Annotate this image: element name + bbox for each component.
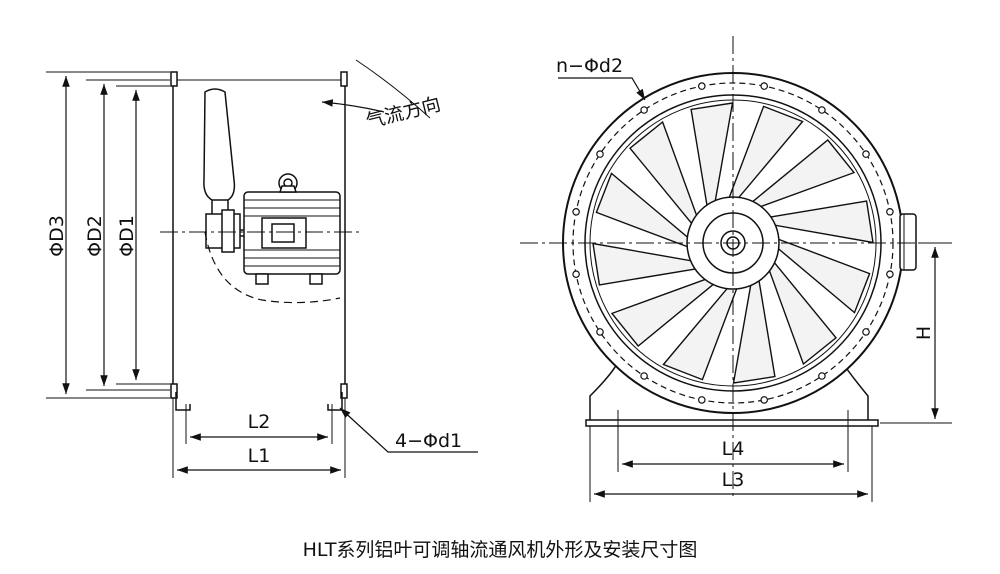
label-holes-4-d1: 4−Φd1 [395,430,462,452]
label-n-phi-d2: n−Φd2 [556,55,623,77]
flange-hole [596,328,604,336]
base-extension-lines [589,410,873,502]
flange-holes [572,82,894,404]
label-airflow-direction: 气流方向 [364,93,443,133]
flange-hole [818,106,826,114]
flange-hole [640,372,648,380]
flange-hole [697,396,706,404]
diameter-extension-lines [46,71,170,399]
label-l1: L1 [248,445,271,467]
flange-hole [886,270,894,279]
label-phi-d3: ΦD3 [46,215,68,257]
flange-hole [697,82,706,90]
mounting-feet [175,392,343,414]
blade-sweep-arc [204,231,341,304]
label-l3: L3 [722,469,745,491]
label-l2: L2 [248,411,271,433]
flange-holes-leader [558,77,646,101]
flange-hole [572,270,580,279]
label-phi-d2: ΦD2 [84,215,106,257]
side-view [46,59,478,478]
airflow-guide-curve [355,59,431,119]
hub-cone [203,88,241,253]
duct-casing [170,71,348,399]
flange-hole [760,396,769,404]
label-l4: L4 [722,438,745,460]
impeller-blades [592,102,874,384]
holes-leader [339,407,478,453]
flange-hole [886,208,894,216]
label-h: H [913,326,935,340]
figure-caption: HLT系列铝叶可调轴流通风机外形及安装尺寸图 [303,539,698,561]
flange-hole [760,82,769,90]
flange-hole [862,150,870,158]
flange-hole [818,372,826,380]
motor [240,173,341,285]
label-phi-d1: ΦD1 [116,215,138,257]
junction-box [899,213,917,271]
flange-hole [596,150,604,158]
flange-hole [572,208,580,216]
front-view [520,36,952,502]
flange-hole [640,106,648,114]
flange-hole [862,328,870,336]
airflow-leader [321,99,385,113]
